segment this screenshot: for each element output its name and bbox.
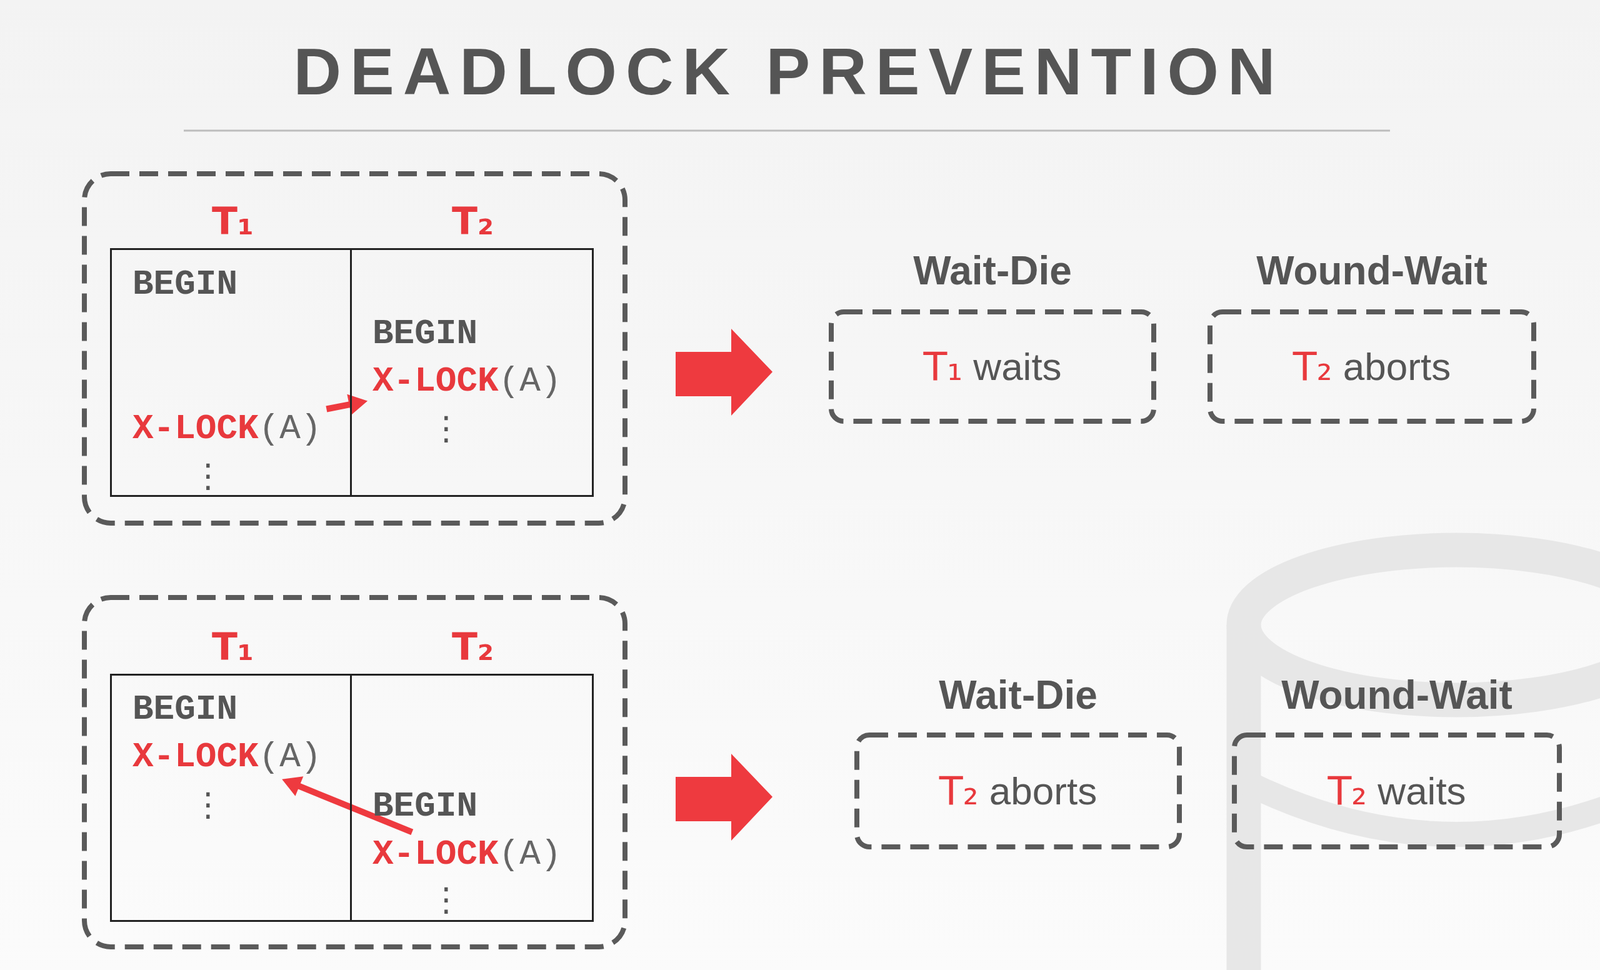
strategy-heading: Wait-Die [938,673,1098,717]
outcome-box: Wound-WaitT₂ waits [1231,732,1562,850]
dashed-border [1234,735,1560,847]
outcome-text: T₁ waits [923,345,1062,388]
result-arrow [675,753,773,841]
lock-statement: X-LOCK(A) [370,833,564,876]
text-part: T₂ [451,625,494,669]
lock-statement: X-LOCK(A) [130,735,324,779]
text-part: waits [962,344,1062,388]
sql-statement: BEGIN [372,313,478,354]
lock-statement: X-LOCK(A) [370,360,564,403]
text-part: T₂ [1293,343,1333,389]
arrow-shaft [326,404,352,410]
schedule-frame [84,173,625,524]
text-part: (A) [498,834,562,875]
strategy-heading: Wait-Die [913,248,1072,293]
transaction-column: T₂BEGIN⋮X-LOCK(A) [351,248,594,497]
arrow-head [281,776,304,796]
continuation-dots: ⋮ [191,458,225,494]
text-part: (A) [258,736,322,777]
lock-text: X-LOCK(A) [372,834,562,875]
text-part: X-LOCK [372,834,499,875]
transaction-label: T₁ [211,626,254,668]
text-part: T₂ [451,199,494,244]
text-part: X-LOCK [132,736,259,777]
text-part: T₂ [939,767,979,814]
lock-text: X-LOCK(A) [132,408,322,449]
outcome-text: T₂ aborts [939,769,1097,812]
text-part: T₂ [1327,767,1367,814]
lock-text: X-LOCK(A) [132,736,322,777]
outcome-text: T₂ waits [1327,769,1466,812]
dashed-border [1210,311,1534,422]
outcome-box: Wound-WaitT₂ aborts [1207,309,1537,424]
strategy-heading: Wound-Wait [1256,248,1488,293]
transaction-label: T₂ [451,200,494,242]
transaction-column: T₂BEGIN⋮X-LOCK(A) [351,673,594,922]
schedule-frame [84,597,625,947]
dashed-border [831,311,1154,422]
transaction-column: T₁BEGIN⋮X-LOCK(A) [110,248,352,497]
result-arrow [675,328,773,416]
text-part: (A) [258,408,322,449]
transaction-label: T₁ [211,200,254,242]
outcome-box: Wait-DieT₂ aborts [854,732,1182,850]
strategy-heading: Wound-Wait [1281,673,1513,717]
database-watermark [1243,550,1600,970]
lock-text: X-LOCK(A) [372,361,562,402]
outcome-text: T₂ aborts [1293,345,1451,388]
lock-statement: X-LOCK(A) [130,407,324,450]
continuation-dots: ⋮ [430,881,463,918]
slide-title: DEADLOCK PREVENTION [293,35,1284,109]
transaction-column: T₁BEGIN⋮X-LOCK(A) [110,673,352,922]
sql-statement: BEGIN [132,689,238,730]
text-part: X-LOCK [132,408,259,449]
dashed-border [856,735,1180,847]
wait-arrow [326,394,368,415]
text-part: (A) [498,361,562,402]
continuation-dots: ⋮ [191,786,225,823]
text-part: T₁ [211,199,254,244]
text-part: waits [1366,768,1466,812]
text-part: T₁ [211,625,254,669]
text-part: T₁ [923,343,963,389]
title-rule [183,130,1390,132]
transaction-label: T₂ [451,626,494,668]
text-part: X-LOCK [372,361,499,402]
sql-statement: BEGIN [132,264,238,305]
outcome-box: Wait-DieT₁ waits [828,309,1157,424]
text-part: aborts [978,768,1098,812]
continuation-dots: ⋮ [430,410,463,447]
text-part: aborts [1332,344,1452,388]
sql-statement: BEGIN [372,786,478,827]
